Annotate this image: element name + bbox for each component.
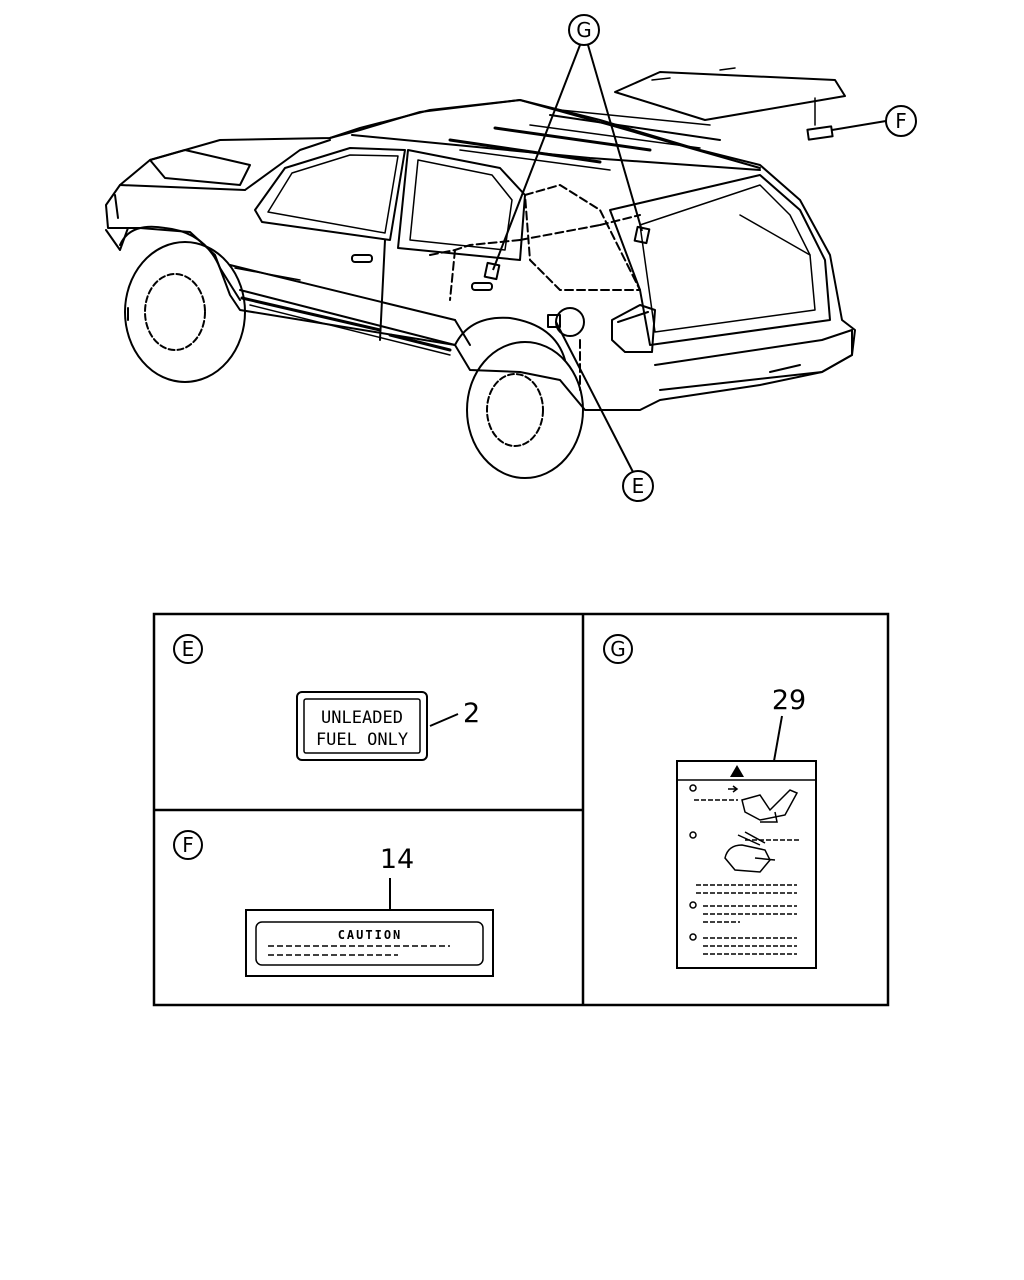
caution-label-inner bbox=[255, 921, 484, 966]
panel-g-part-number: 29 bbox=[772, 685, 806, 716]
callout-g-letter: G bbox=[576, 18, 592, 42]
circle-bullet-icon bbox=[689, 933, 697, 941]
panel-g-marker bbox=[603, 634, 633, 664]
seat-warning-label bbox=[676, 760, 817, 969]
panel-f-part-number: 14 bbox=[380, 844, 414, 875]
callout-g-circle bbox=[568, 14, 600, 46]
circle-bullet-icon bbox=[689, 901, 697, 909]
unleaded-label-line2: FUEL ONLY bbox=[316, 730, 408, 750]
callout-g-leader-left bbox=[492, 44, 581, 271]
circle-bullet-icon bbox=[689, 831, 697, 839]
vehicle-illustration bbox=[105, 67, 856, 479]
panel-e-marker bbox=[173, 634, 203, 664]
callout-g-leader-right bbox=[587, 44, 643, 232]
warning-triangle-icon bbox=[730, 765, 744, 777]
callout-f: F bbox=[831, 105, 917, 137]
seat-folded-icon bbox=[724, 844, 771, 873]
seat-upright-icon bbox=[741, 789, 799, 821]
arrow-right-icon bbox=[728, 785, 739, 793]
unleaded-label-outer bbox=[296, 691, 428, 761]
detail-panel-e: E UNLEADED FUEL ONLY 2 bbox=[173, 634, 480, 761]
caution-label-title: CAUTION bbox=[338, 928, 403, 942]
panel-f-letter: F bbox=[182, 833, 194, 857]
panel-e-letter: E bbox=[182, 637, 195, 661]
detail-panel-g: G 29 bbox=[603, 634, 817, 969]
callout-f-leader bbox=[831, 120, 887, 131]
panel-e-part-number: 2 bbox=[463, 698, 480, 729]
detail-panel-f: F 14 CAUTION bbox=[173, 830, 494, 977]
callout-e-leader bbox=[555, 321, 634, 473]
panel-g-letter: G bbox=[610, 637, 626, 661]
callout-f-letter: F bbox=[895, 109, 907, 133]
detail-panel-grid bbox=[152, 612, 890, 1007]
caution-label-outer bbox=[245, 909, 494, 977]
panel-e-leader bbox=[429, 713, 459, 727]
circle-bullet-icon bbox=[689, 784, 697, 792]
unleaded-label-line1: UNLEADED bbox=[321, 708, 403, 728]
panel-g-leader bbox=[773, 715, 783, 762]
callout-e-circle bbox=[622, 470, 654, 502]
panel-f-marker bbox=[173, 830, 203, 860]
callout-e: E bbox=[555, 321, 654, 502]
callout-g: G bbox=[492, 14, 643, 271]
unleaded-label-inner bbox=[303, 698, 421, 754]
callout-e-letter: E bbox=[632, 474, 645, 498]
